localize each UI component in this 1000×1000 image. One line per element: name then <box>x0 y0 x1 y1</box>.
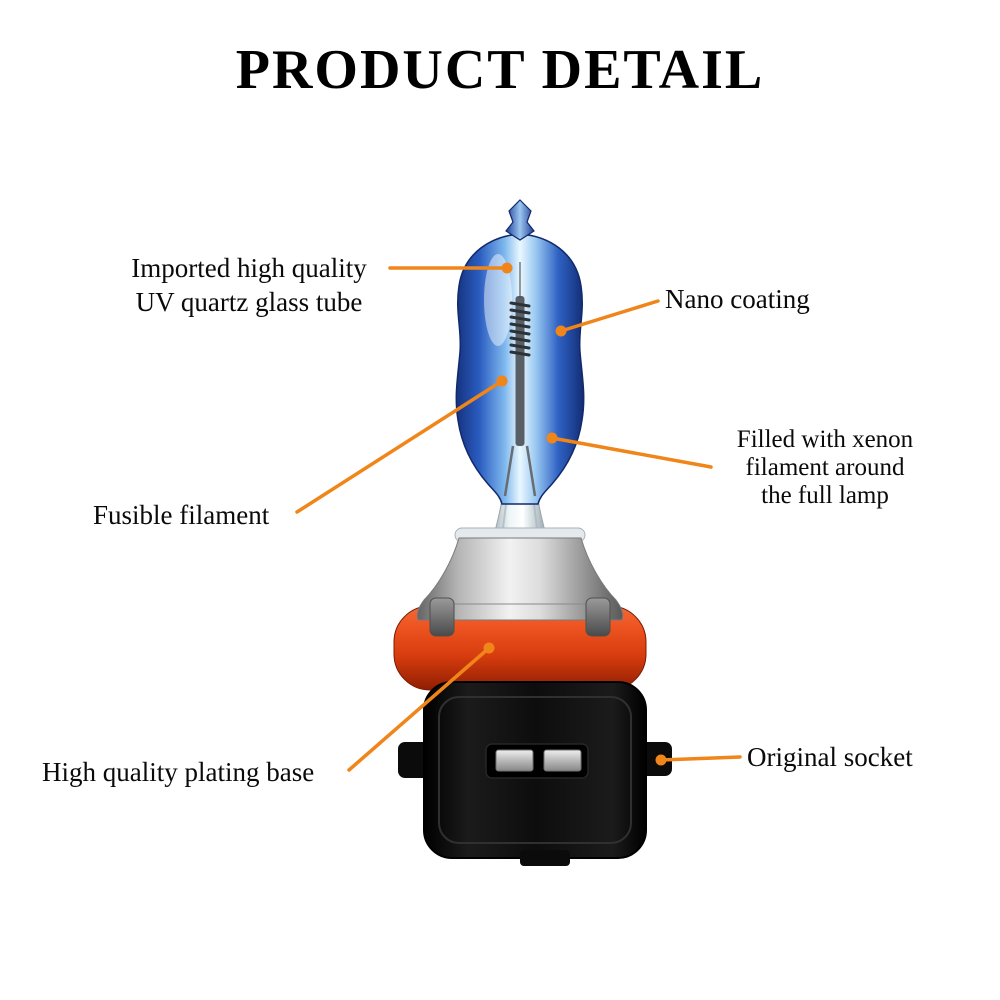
label-plating-base: High quality plating base <box>42 757 315 787</box>
leader-xenon-fill <box>546 432 713 469</box>
label-fusible-filament: Fusible filament <box>93 500 270 530</box>
label-nano-coating: Nano coating <box>665 284 810 314</box>
label-original-socket: Original socket <box>747 742 913 772</box>
bulb-tip <box>505 199 535 241</box>
socket-tab-left <box>398 742 430 778</box>
base-tab-right <box>585 597 611 637</box>
base-tab-left <box>429 597 455 637</box>
leader-original-socket <box>655 754 742 766</box>
label-uv-glass: Imported high quality UV quartz glass tu… <box>131 253 367 317</box>
socket-pins <box>495 749 582 772</box>
leader-plating-base <box>347 642 495 772</box>
metal-base <box>416 527 624 637</box>
bulb-glass <box>455 199 585 505</box>
filament <box>503 262 537 497</box>
socket-body <box>398 681 672 866</box>
label-xenon-fill: Filled with xenon filament around the fu… <box>736 426 914 509</box>
leader-lines <box>295 262 742 772</box>
leader-uv-glass <box>388 262 513 274</box>
page-title: PRODUCT DETAIL <box>235 39 765 101</box>
leader-fusible-filament <box>295 375 508 514</box>
leader-nano-coating <box>555 299 660 337</box>
